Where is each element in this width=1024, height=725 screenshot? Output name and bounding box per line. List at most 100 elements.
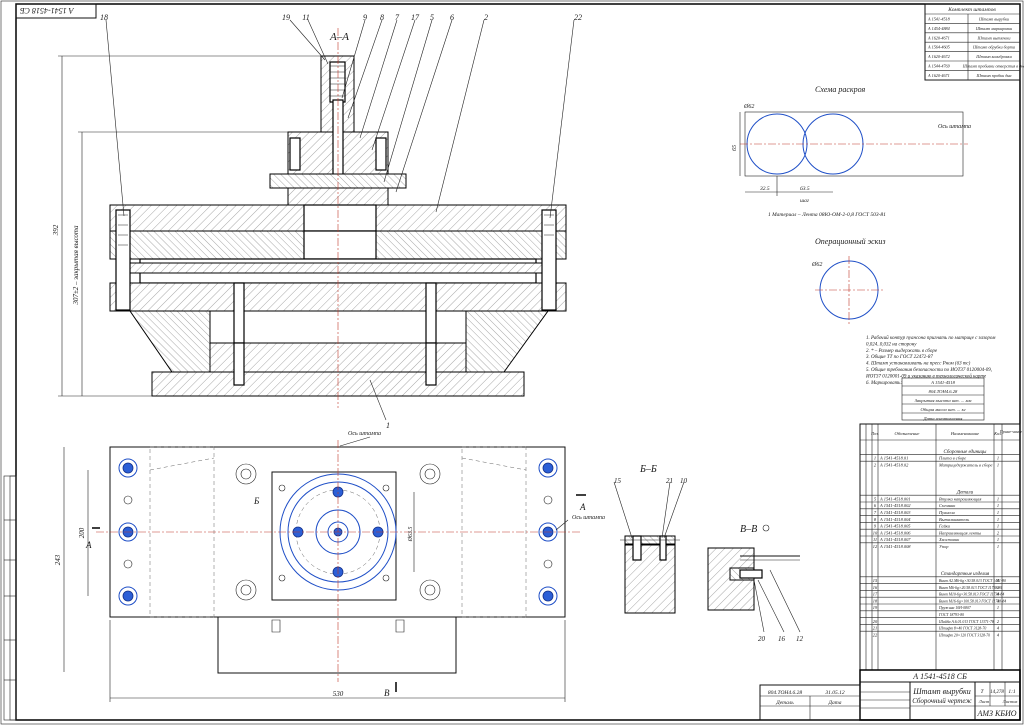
title-lit: Т (980, 689, 984, 695)
bb-leader-10: 10 (680, 477, 688, 485)
spec-row-name: Съемник (939, 503, 956, 508)
spec-row-name: Штифт 20×120 ГОСТ 3128-70 (938, 633, 990, 637)
spec-row-name: ГОСТ 18793-80 (938, 613, 964, 617)
ref-date: 31.05.12 (824, 690, 845, 696)
spec-row-qty: 2 (997, 530, 1000, 535)
spec-row-code: А 1541-4518.003 (879, 510, 911, 515)
strip-layout: Схема раскроя Ø62 65 Ось штампа 32.5 63.… (732, 85, 971, 218)
spec-row-name: Шайба А.6.01.013 ГОСТ 11371-78 (938, 619, 994, 624)
spec-row-name: Винт А2.М6-6g×30.58.013 ГОСТ 1491-80 (939, 579, 1006, 583)
spec-row-qty: 1 (997, 605, 999, 610)
ref-label-2: Дата (827, 700, 841, 706)
note-line: 4. Штамп устанавливать на пресс Рном (63… (866, 362, 971, 367)
spec-row-code: А 1541-4518.007 (879, 537, 911, 542)
spec-row-code: А 1541-4518.005 (879, 524, 911, 529)
strip-step: шаг (800, 198, 810, 204)
spec-row-pos: 20 (873, 619, 878, 624)
spec-header-note: Приме-чание (999, 429, 1022, 434)
marking-row: Общая масса шт. ... кг (920, 407, 965, 412)
spec-row-name: Пуансон (938, 510, 956, 515)
strip-dim-2: 63.5 (800, 186, 810, 192)
strip-width: 65 (732, 145, 738, 151)
spec-header-qty: Кол. (993, 431, 1001, 436)
spec-row-pos: 5 (874, 496, 877, 501)
leader-17: 17 (411, 13, 420, 22)
note-line: 5. Общие требования безопасности по ИОТ3… (866, 368, 992, 373)
spec-row-qty: 1 (997, 517, 999, 522)
spec-row-code: А 1541-4518.004 (879, 517, 911, 522)
note-line: ИОТ37 0120001-09 и указанию в технологич… (865, 373, 987, 379)
spec-row-pos: 18 (873, 598, 878, 603)
note-line: 0,024..0,032 на сторону (866, 342, 917, 347)
vv-leader-20: 20 (758, 635, 766, 643)
dim-total-height: 392 (52, 224, 60, 236)
spec-row-name: Штифт 8×40 ГОСТ 3128-70 (938, 627, 986, 631)
dim-plan-height-2: 243 (54, 554, 62, 565)
section-bb-title: Б–Б (639, 464, 657, 475)
spec-row-name: Винт М10-6g×30.58.013 ГОСТ 11738-84 (939, 593, 1004, 597)
kit-row-code: А 1454-4884 (927, 26, 950, 31)
leader-8: 8 (380, 13, 384, 22)
drawing-frame (15, 3, 1021, 721)
spec-row-pos: 16 (873, 585, 878, 590)
spec-row-pos: 12 (873, 544, 878, 549)
spec-row-pos: 17 (873, 592, 878, 597)
spec-row-name: Матрицедержатель в сборе (938, 462, 992, 467)
title-sheets: Листов (1002, 699, 1018, 704)
dim-plan-height-1: 200 (78, 527, 86, 538)
spec-row-pos: 9 (874, 524, 877, 529)
vv-leader-12: 12 (796, 635, 804, 643)
section-bb-view: Б–Б 15 21 10 (613, 464, 688, 614)
title-block: А 1541-4518 СБ Штамп вырубки Сборочный ч… (759, 669, 1021, 721)
operation-sketch: Операционный эскиз Ø62 (811, 237, 886, 324)
spec-row-qty: 1 (997, 456, 999, 461)
title-scale: 1:1 (1008, 689, 1016, 695)
title-name-2: Сборочный чертеж (912, 697, 972, 705)
spec-row-qty: 2 (997, 585, 1000, 590)
bb-leader-21: 21 (666, 477, 673, 485)
plan-view: А А Б В Ось штампа Ось штампа 530 243 20… (54, 431, 605, 702)
plan-axis-label-1: Ось штампа (348, 431, 381, 437)
strip-layout-title: Схема раскроя (815, 85, 866, 94)
leader-2: 2 (484, 13, 488, 22)
operation-sketch-title: Операционный эскиз (815, 237, 886, 246)
spec-header-pos: Поз. (870, 431, 879, 436)
spec-row-qty: 1 (997, 496, 999, 501)
kit-row-code: А 1620-4672 (927, 54, 950, 59)
note-line: 6. Маркировать: (866, 381, 902, 386)
ref-code: 804.TOH4.6.28 (768, 689, 803, 696)
spec-row-qty: 1 (997, 537, 999, 542)
kit-row-name: Штамп пробки дна (975, 73, 1011, 78)
spec-row-name: Гайка (938, 524, 951, 529)
kit-row-code: А 1620-4671 (927, 73, 950, 78)
plan-axis-label-2: Ось штампа (572, 515, 605, 521)
spec-header-designation: Обозначение (895, 431, 920, 436)
bb-leader-15: 15 (614, 477, 622, 485)
top-stamp-text: А 1541-4518 СБ (20, 6, 75, 15)
kit-row-code: А 1544-4769 (927, 64, 951, 69)
spec-row-qty: 4 (997, 626, 1000, 631)
leader-lines (105, 19, 575, 421)
cut-b-label: Б (253, 496, 260, 506)
spec-row-qty: 1 (997, 462, 999, 467)
title-sheet: Лист (978, 699, 990, 704)
spec-row-pos: 7 (874, 510, 877, 515)
spec-row-name: Пружина 10Н-0807 (938, 606, 972, 610)
cut-v-label: В (384, 688, 390, 698)
spec-row-code: А 1541-4518.02 (879, 462, 909, 467)
kit-table-title: Комплект штампов (947, 7, 996, 13)
leader-18: 18 (100, 13, 108, 22)
leader-7: 7 (395, 13, 400, 22)
spec-row-qty: 4 (997, 598, 1000, 603)
kit-row-name: Штамп калибровки (975, 54, 1011, 59)
kit-row-name: Штамп вытяжки (977, 35, 1011, 40)
spec-row-name: Выталкиватель (939, 517, 969, 522)
technical-notes: 1. Рабочий контур пуансона пригнать по м… (865, 335, 996, 386)
plan-bolts (118, 458, 558, 606)
dim-closed-height: 307±2 – закрытая высота (72, 225, 80, 306)
marking-row: А 1541-4518 (930, 380, 956, 385)
title-doc-code: А 1541-4518 СБ (912, 672, 967, 681)
top-stamp: А 1541-4518 СБ (15, 3, 97, 19)
note-line: 2. * – Размер выдержать в сборе (866, 349, 938, 354)
